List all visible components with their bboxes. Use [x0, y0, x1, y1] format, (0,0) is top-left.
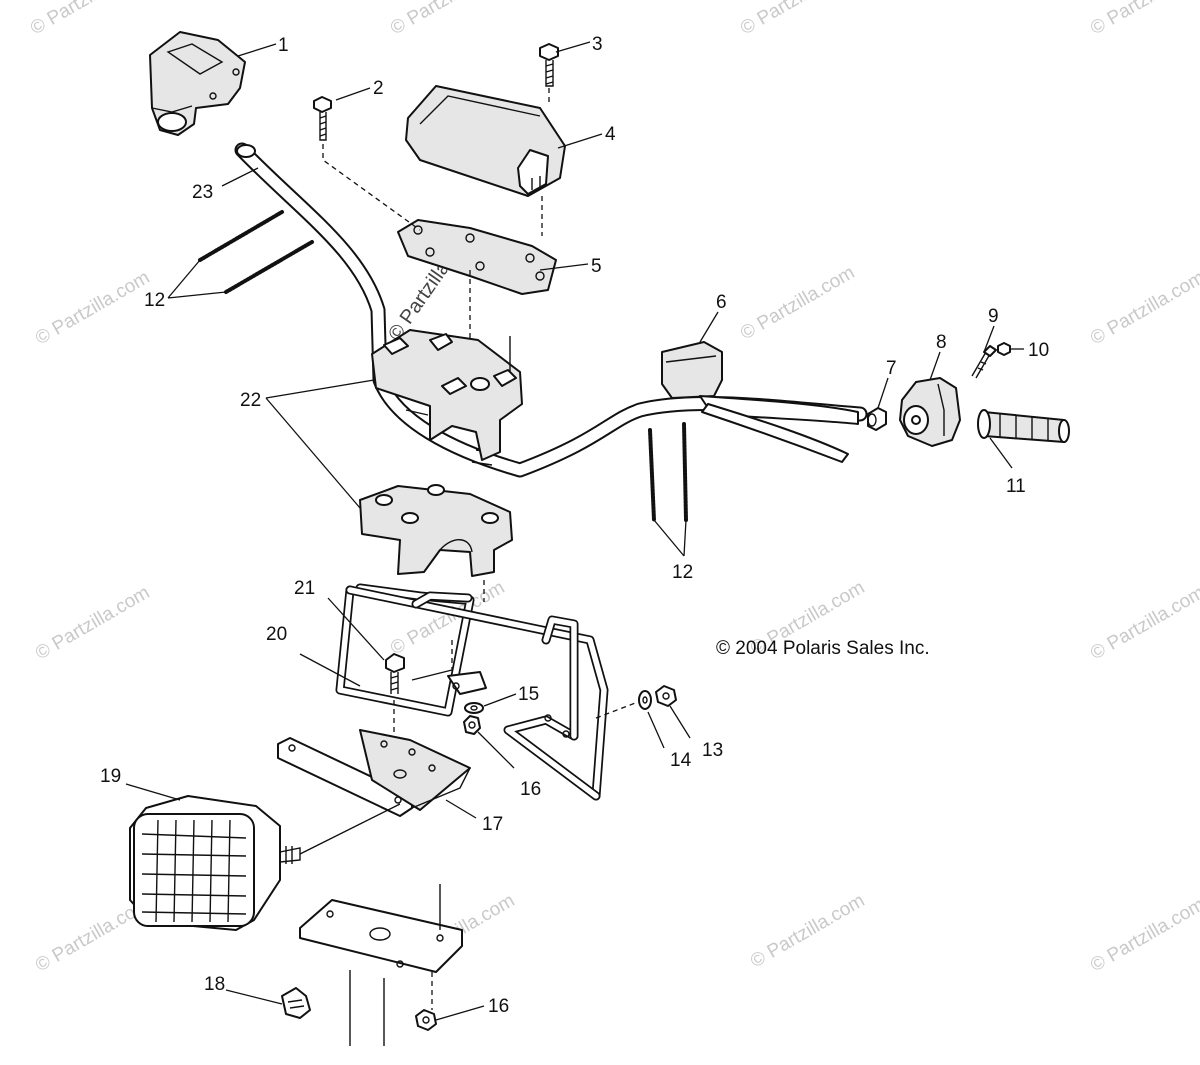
callout-15: 15	[518, 684, 539, 705]
callout-18: 18	[204, 974, 225, 995]
part-22-upper-clamp	[371, 329, 523, 461]
watermark: © Partzilla.com	[747, 890, 868, 972]
callout-7: 7	[886, 358, 897, 379]
part-9-screw	[971, 345, 997, 379]
part-1-switch-housing	[149, 31, 246, 136]
watermark: © Partzilla.com	[1087, 267, 1200, 349]
watermark: © Partzilla.com	[32, 267, 153, 349]
part-19-headlight	[129, 795, 401, 931]
callout-16-lower: 16	[488, 996, 509, 1017]
callout-12-left: 12	[144, 290, 165, 311]
callout-3: 3	[592, 34, 603, 55]
callout-23: 23	[192, 182, 213, 203]
watermark: © Partzilla.com	[737, 262, 858, 344]
part-13-nut	[655, 685, 677, 707]
part-18-clip	[281, 987, 311, 1019]
callout-21: 21	[294, 578, 315, 599]
callout-20: 20	[266, 624, 287, 645]
copyright-notice: © 2004 Polaris Sales Inc.	[716, 638, 930, 659]
part-2-bolt	[313, 96, 332, 141]
part-16-nut-upper	[463, 715, 481, 735]
callout-2: 2	[373, 78, 384, 99]
watermark: © Partzilla.com	[387, 0, 508, 39]
callout-16-upper: 16	[520, 779, 541, 800]
part-22-lower-clamp	[359, 484, 513, 602]
part-5-mounting-plate	[397, 219, 557, 295]
part-15-washer	[464, 702, 484, 714]
watermark: © Partzilla.com	[1087, 894, 1200, 976]
part-23-handlebar	[234, 142, 868, 478]
part-4-handlebar-pad	[405, 85, 566, 197]
watermark: © Partzilla.com	[32, 582, 153, 664]
part-3-bolt	[539, 43, 559, 87]
callout-12-right: 12	[672, 562, 693, 583]
callout-1: 1	[278, 35, 289, 56]
part-17-light-mount	[277, 729, 471, 817]
callout-5: 5	[591, 256, 602, 277]
callout-22: 22	[240, 390, 261, 411]
callout-17: 17	[482, 814, 503, 835]
part-6-brake-lever	[661, 341, 859, 463]
callout-13: 13	[702, 740, 723, 761]
lower-plate	[299, 884, 463, 1046]
callout-11: 11	[1006, 476, 1026, 497]
callout-labels: 1 2 3 4 5 6 7 8 9 10 11 12 12 13 14 15 1…	[100, 34, 1049, 1017]
watermark: © Partzilla.com	[27, 0, 148, 39]
part-21-bolt	[385, 653, 405, 740]
axis-line	[595, 701, 639, 719]
part-10-nut	[997, 342, 1011, 356]
callout-19: 19	[100, 766, 121, 787]
callout-14: 14	[670, 750, 692, 771]
part-8-throttle-housing	[899, 377, 961, 447]
part-7-bushing	[867, 407, 887, 431]
part-14-washer	[638, 690, 652, 710]
callout-9: 9	[988, 306, 999, 327]
callout-8: 8	[936, 332, 947, 353]
assembly-lines	[322, 88, 550, 340]
watermark: © Partzilla.com	[737, 0, 858, 39]
part-12-cable-ties-right	[648, 422, 688, 522]
leader-lines	[125, 41, 1024, 1021]
watermark: © Partzilla.com	[1087, 582, 1200, 664]
part-12-cable-ties-left	[198, 210, 314, 294]
part-20-light-bracket	[335, 583, 609, 801]
part-11-grip	[977, 409, 1070, 443]
callout-10: 10	[1028, 340, 1049, 361]
part-16-nut-lower	[415, 1009, 437, 1031]
callout-6: 6	[716, 292, 727, 313]
watermark: © Partzilla.com	[1087, 0, 1200, 39]
callout-4: 4	[605, 124, 616, 145]
